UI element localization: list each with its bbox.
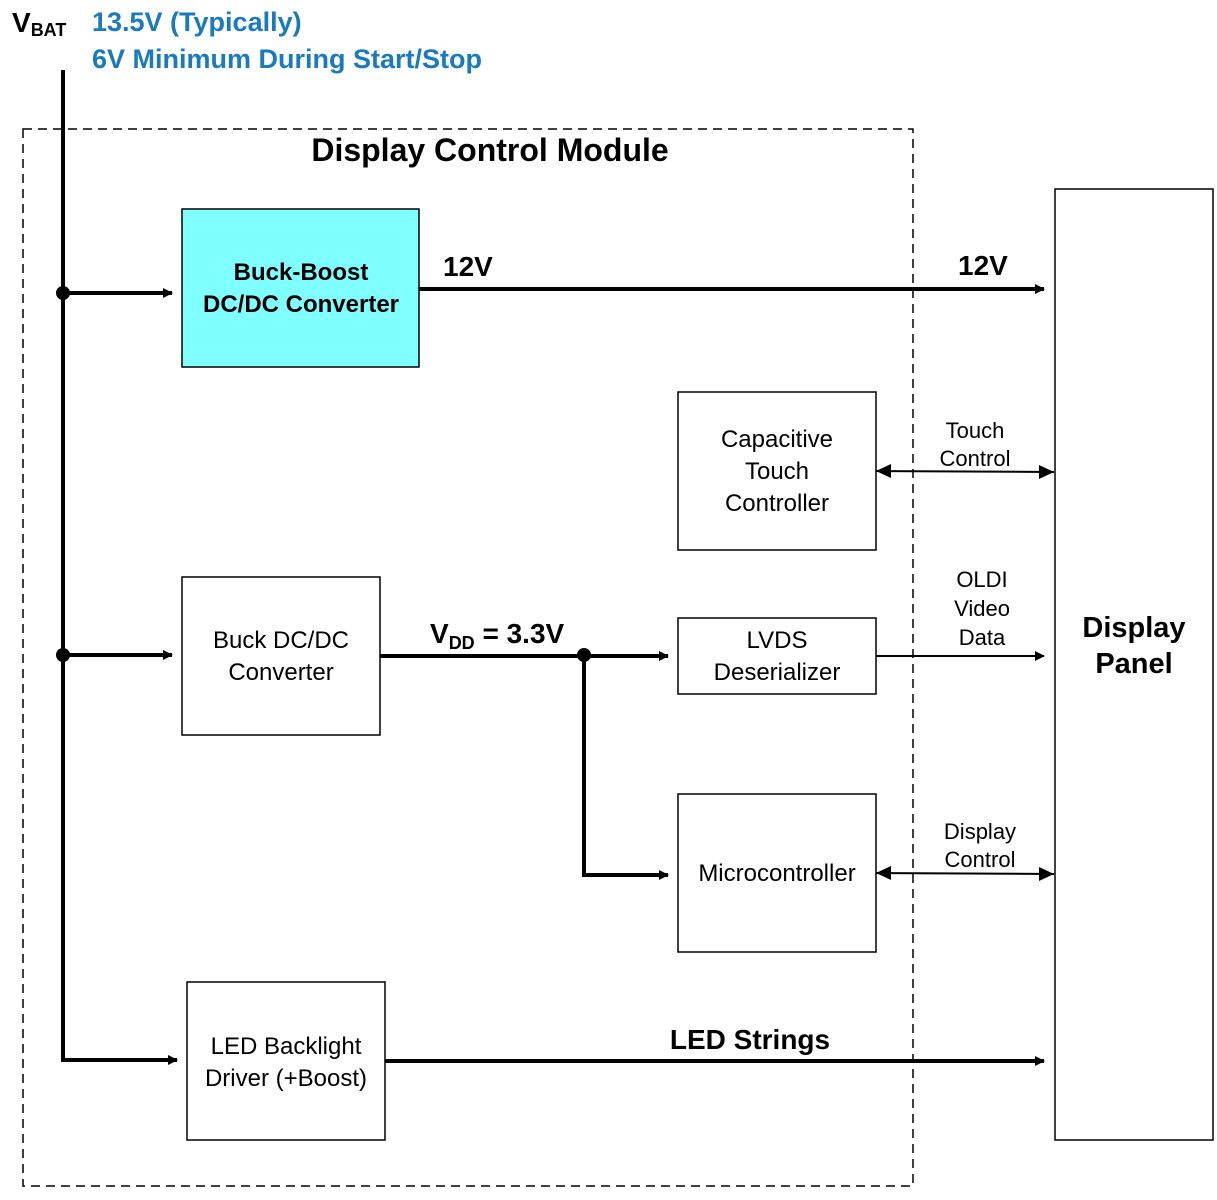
- arrowhead: [876, 866, 891, 880]
- led-driver-label-line2: Driver (+Boost): [205, 1065, 367, 1092]
- touch-controller-label-line3: Controller: [725, 490, 829, 517]
- buck-converter-label-line1: Buck DC/DC: [213, 627, 349, 654]
- display-control-module-boundary: [22, 128, 914, 1187]
- buck-boost-block: [181, 208, 420, 368]
- display-control-wire: [875, 872, 1055, 875]
- vbat-note-line1: 13.5V (Typically): [92, 7, 302, 37]
- led-driver-label-line1: LED Backlight: [211, 1033, 362, 1060]
- oldi-label-line3: Data: [959, 625, 1006, 650]
- display-panel-label-line2: Panel: [1095, 648, 1172, 680]
- display-panel-label-line1: Display: [1082, 612, 1185, 644]
- oldi-label-line1: OLDI: [956, 567, 1007, 592]
- display-control-label-line2: Control: [945, 847, 1016, 872]
- touch-control-label-line2: Control: [940, 446, 1011, 471]
- arrowhead: [1039, 465, 1054, 479]
- module-title: Display Control Module: [311, 132, 668, 168]
- lvds-deserializer-block: [677, 617, 877, 695]
- led-strings-label: LED Strings: [670, 1024, 830, 1055]
- lvds-label-line1: LVDS: [747, 627, 808, 654]
- lvds-label-line2: Deserializer: [714, 659, 841, 686]
- buck-converter-label-line2: Converter: [228, 659, 333, 686]
- touch-controller-block: [677, 391, 877, 551]
- vbat-note-line2: 6V Minimum During Start/Stop: [92, 44, 482, 74]
- vdd-to-mcu-wire: [582, 655, 669, 880]
- led-driver-block: [186, 981, 386, 1141]
- touch-control-wire: [875, 470, 1055, 473]
- oldi-label-line2: Video: [954, 596, 1010, 621]
- vbat-label: VBAT: [12, 7, 66, 40]
- rail-12v-label-right: 12V: [958, 250, 1008, 281]
- microcontroller-label: Microcontroller: [698, 860, 855, 887]
- buck-boost-label-line1: Buck-Boost: [234, 259, 369, 286]
- touch-control-label-line1: Touch: [946, 418, 1005, 443]
- buck-converter-block: [181, 576, 381, 736]
- touch-controller-label-line1: Capacitive: [721, 426, 833, 453]
- rail-12v-label-left: 12V: [443, 251, 493, 282]
- arrowhead: [1039, 867, 1054, 881]
- buck-boost-label-line2: DC/DC Converter: [203, 291, 399, 318]
- display-panel-block: [1054, 188, 1214, 1141]
- touch-controller-label-line2: Touch: [745, 458, 809, 485]
- display-control-label-line1: Display: [944, 819, 1016, 844]
- microcontroller-block: [677, 793, 877, 953]
- vdd-label: VDD = 3.3V: [430, 618, 565, 653]
- arrowhead: [876, 464, 891, 478]
